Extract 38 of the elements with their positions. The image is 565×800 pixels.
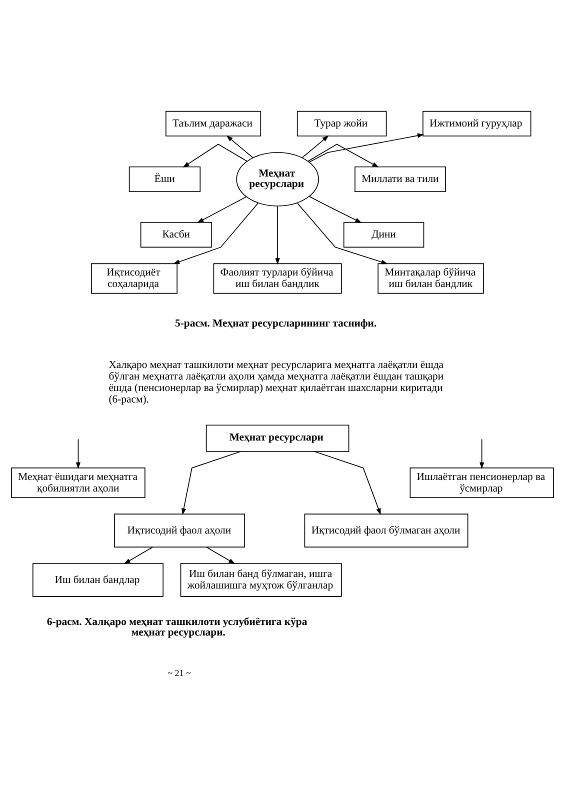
node-box: Ижтимоий гуруҳлар bbox=[422, 110, 532, 136]
arrow bbox=[182, 451, 242, 516]
label: Халқаро меҳнат ташкилоти меҳнат ресурсларига меҳнатга лаёқатли ёшда бўлган меҳнатга лаёқатли аҳоли ҳамда меҳнатга лаёқатли ёшдан ташқари ёшда (пенсионерлар ва ўсмирлар) меҳнат қилаётган шахсларни киритади (6-расм). bbox=[108, 358, 444, 406]
node-box: Миллати ва тили bbox=[354, 166, 446, 192]
node-box: Минтақалар бўйича иш билан бандлик bbox=[378, 263, 484, 294]
node-box: Иқтисодий фаол аҳоли bbox=[114, 514, 246, 548]
node-box: Турар жойи bbox=[296, 110, 387, 136]
node-box: Иқтисодий фаол бўлмаган аҳоли bbox=[304, 514, 468, 548]
node-ellipse: Меҳнат ресурслари bbox=[236, 152, 319, 206]
node-box: Меҳнат ресурслари bbox=[206, 424, 350, 452]
arrow bbox=[314, 451, 381, 515]
arrow bbox=[226, 135, 254, 158]
arrow bbox=[206, 546, 236, 564]
arrow bbox=[302, 135, 329, 158]
node-box: Иш билан бандлар bbox=[32, 563, 164, 597]
arrow bbox=[308, 196, 362, 224]
node-box: Таълим даражаси bbox=[166, 110, 262, 136]
arrow bbox=[182, 144, 248, 168]
arrow bbox=[76, 438, 81, 469]
node-box: Иқтисодиёт соҳаларида bbox=[91, 263, 178, 294]
node-box: Касби bbox=[140, 222, 212, 248]
node-box: Меҳнат ёшидаги меҳнатга қобилиятли аҳоли bbox=[11, 468, 146, 498]
arrow bbox=[275, 206, 280, 265]
arrow bbox=[480, 438, 484, 469]
node-box: Иш билан банд бўлмаган, ишга жойлашишга муҳтож бўлганлар bbox=[180, 563, 342, 597]
arrow bbox=[124, 546, 154, 564]
arrow bbox=[197, 196, 247, 223]
arrow bbox=[296, 202, 388, 264]
arrow bbox=[173, 202, 258, 264]
node-box: Фаолият турлари бўйича иш билан бандлик bbox=[213, 263, 342, 294]
node-box: Ишлаётган пенсионерлар ва ўсмирлар bbox=[410, 468, 554, 498]
node-box: Дини bbox=[343, 222, 424, 248]
arrow bbox=[308, 133, 424, 162]
label: 5-расм. Меҳнат ресурсларининг таснифи. bbox=[175, 318, 377, 330]
label: ~ 21 ~ bbox=[168, 668, 191, 678]
node-box: Ёши bbox=[128, 166, 201, 192]
label: 6-расм. Халқаро меҳнат ташкилоти услубиётига кўра меҳнат ресурслари. bbox=[46, 616, 308, 638]
arrow bbox=[308, 144, 379, 168]
